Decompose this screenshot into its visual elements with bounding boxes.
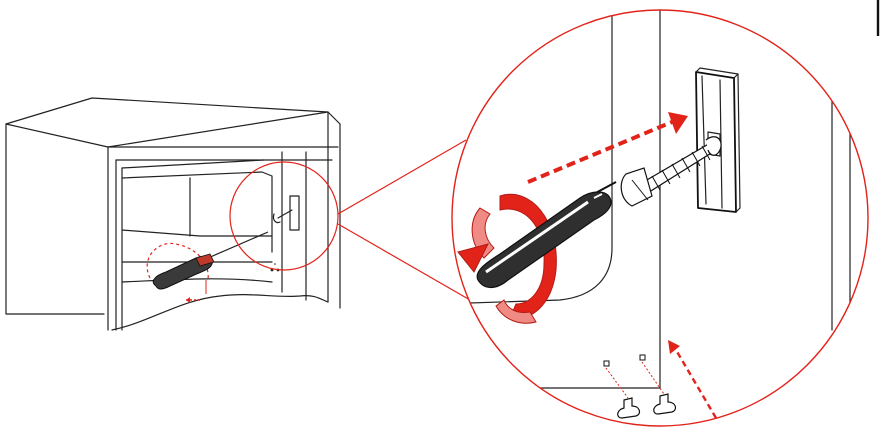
magnified-view bbox=[440, 0, 870, 430]
side-bracket bbox=[290, 196, 299, 230]
zoom-connector-top bbox=[338, 140, 466, 214]
cabinet-overview bbox=[6, 98, 340, 330]
zoom-focus-circle bbox=[230, 162, 338, 270]
zoom-connector-bottom bbox=[338, 224, 470, 300]
